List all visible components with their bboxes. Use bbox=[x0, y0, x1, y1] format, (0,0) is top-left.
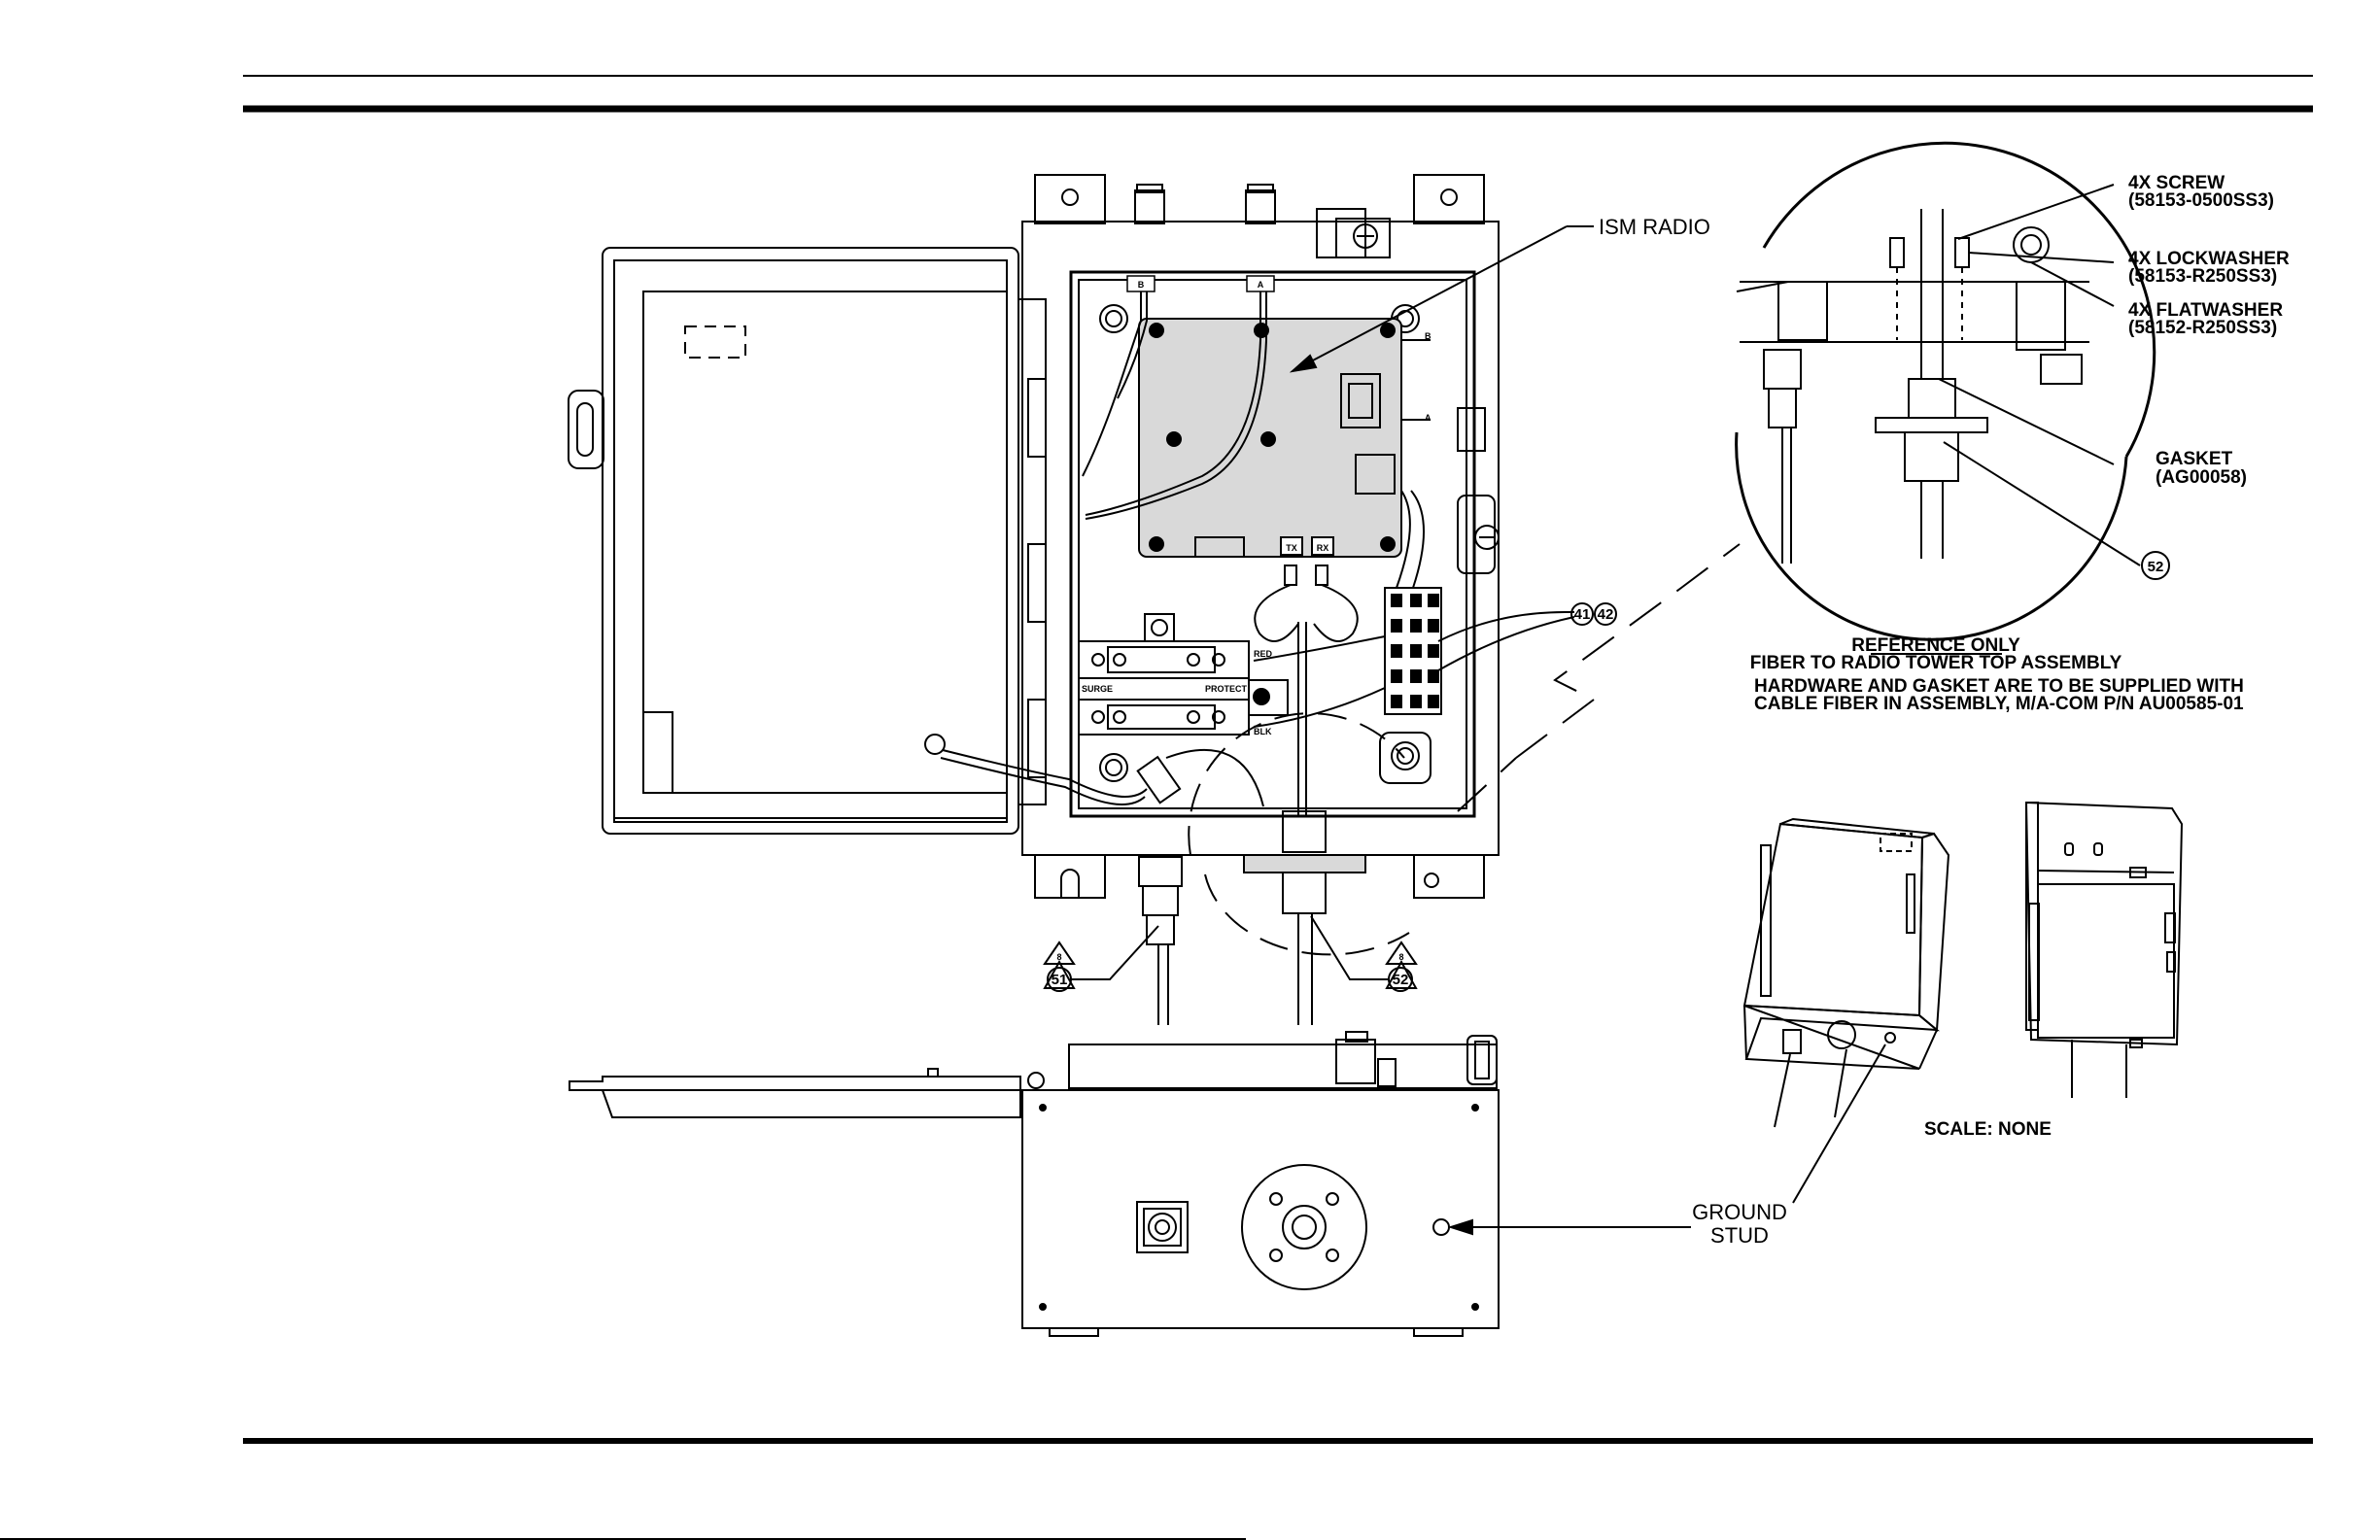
reference-note-line1: HARDWARE AND GASKET ARE TO BE SUPPLIED W… bbox=[1754, 676, 2244, 697]
connector-b-label: B bbox=[1138, 280, 1145, 290]
surge-label: SURGE bbox=[1082, 684, 1113, 694]
callout-52-detail: 52 bbox=[2148, 559, 2164, 575]
ism-radio-label: ISM RADIO bbox=[1599, 215, 1710, 239]
side-a-label: A bbox=[1425, 413, 1431, 423]
callout-51: 51 bbox=[1052, 972, 1068, 988]
reference-title: REFERENCE ONLY bbox=[1851, 635, 2020, 656]
detail-leader bbox=[1457, 543, 1741, 812]
isometric-view-right bbox=[2024, 801, 2184, 1098]
fiber-entry bbox=[1138, 712, 1410, 1025]
callout-42: 42 bbox=[1598, 606, 1614, 623]
terminal-block bbox=[1253, 490, 1442, 728]
connector-a-label: A bbox=[1258, 280, 1264, 290]
gasket-label: GASKET bbox=[2156, 449, 2233, 469]
flag-markers: 8 8 bbox=[1043, 941, 1418, 965]
ism-radio-module bbox=[1138, 318, 1402, 558]
antenna-cables bbox=[1082, 291, 1431, 520]
reference-subtitle: FIBER TO RADIO TOWER TOP ASSEMBLY bbox=[1750, 653, 2122, 673]
side-view bbox=[569, 1031, 1886, 1337]
screw-label: 4X SCREW bbox=[2128, 173, 2225, 193]
ground-stud-label-1: GROUND bbox=[1692, 1200, 1787, 1224]
side-b-label: B bbox=[1425, 331, 1431, 341]
ground-cable bbox=[924, 734, 1264, 807]
screw-pn: (58153-0500SS3) bbox=[2128, 190, 2274, 211]
callout-51-52 bbox=[1043, 915, 1418, 992]
flatwasher-label: 4X FLATWASHER bbox=[2128, 300, 2283, 321]
protect-label: PROTECT bbox=[1205, 684, 1248, 694]
scale-label: SCALE: NONE bbox=[1924, 1119, 2052, 1140]
callout-41-42 bbox=[1437, 602, 1617, 671]
flatwasher-pn: (58152-R250SS3) bbox=[2128, 318, 2277, 338]
surge-protector bbox=[1078, 613, 1289, 736]
ism-radio-leader bbox=[1289, 225, 1594, 373]
enclosure-door bbox=[568, 247, 1047, 835]
callout-41: 41 bbox=[1574, 606, 1591, 623]
fiber-loops bbox=[1254, 565, 1359, 816]
rx-label: RX bbox=[1317, 543, 1329, 553]
detail-view bbox=[1735, 141, 2170, 641]
page-rules bbox=[0, 75, 2313, 1540]
reference-note-line2: CABLE FIBER IN ASSEMBLY, M/A-COM P/N AU0… bbox=[1754, 694, 2244, 714]
ground-stud-label-2: STUD bbox=[1710, 1223, 1769, 1248]
flag-left: 8 bbox=[1056, 952, 1061, 962]
lockwasher-pn: (58153-R250SS3) bbox=[2128, 266, 2277, 287]
isometric-view-left bbox=[1742, 817, 1950, 1128]
tx-label: TX bbox=[1286, 543, 1297, 553]
reference-note: REFERENCE ONLY FIBER TO RADIO TOWER TOP … bbox=[1750, 635, 2244, 714]
callout-52-main: 52 bbox=[1393, 972, 1409, 988]
blk-wire-label: BLK bbox=[1254, 727, 1272, 736]
flag-right: 8 bbox=[1398, 952, 1403, 962]
red-wire-label: RED bbox=[1254, 649, 1273, 659]
lockwasher-label: 4X LOCKWASHER bbox=[2128, 249, 2290, 269]
gasket-pn: (AG00058) bbox=[2156, 467, 2247, 488]
